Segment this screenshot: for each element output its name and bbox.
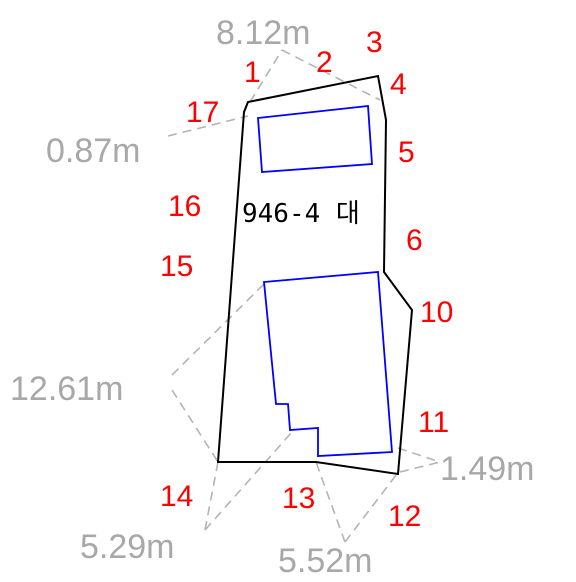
dim-line-bottom-right-a <box>397 447 441 463</box>
distance-label-top: 8.12m <box>216 14 311 52</box>
point-label-5: 5 <box>398 136 415 169</box>
point-label-12: 12 <box>388 500 421 533</box>
point-label-3: 3 <box>366 26 383 59</box>
dim-line-bottom-left-b <box>204 431 293 531</box>
distance-label-left-lower: 12.61m <box>10 370 123 408</box>
point-label-15: 15 <box>160 250 193 283</box>
dim-line-bottom-mid-b <box>344 469 401 543</box>
point-label-1: 1 <box>244 56 261 89</box>
parcel-label: 946-4 대 <box>242 199 360 229</box>
building-upper <box>257 105 373 173</box>
point-label-10: 10 <box>420 296 453 329</box>
dimension-lines <box>167 49 441 543</box>
dim-line-top-left <box>249 49 283 103</box>
dim-line-left-lower-b <box>171 389 219 463</box>
distance-label-bottom-right: 1.49m <box>440 450 535 488</box>
distance-label-bottom-mid: 5.52m <box>278 542 373 580</box>
parcel-boundary <box>216 74 414 476</box>
dim-line-top-right <box>281 49 381 101</box>
dim-line-left-upper <box>167 115 249 137</box>
point-label-11: 11 <box>418 406 449 439</box>
distance-label-bottom-left: 5.29m <box>80 528 175 566</box>
building-lower <box>263 271 393 457</box>
point-label-4: 4 <box>390 68 407 101</box>
point-label-6: 6 <box>406 224 423 257</box>
dim-line-bottom-right-b <box>399 461 441 473</box>
dim-line-bottom-mid-a <box>315 461 346 543</box>
distance-label-left-upper: 0.87m <box>46 132 141 170</box>
dim-line-left-lower-a <box>171 282 266 376</box>
distance-labels: 8.12m 0.87m 12.61m 5.29m 5.52m 1.49m <box>10 14 535 580</box>
point-label-13: 13 <box>282 482 315 515</box>
point-labels: 1 2 3 4 5 6 10 11 12 13 14 15 16 17 <box>160 26 453 533</box>
point-label-14: 14 <box>160 480 193 513</box>
dim-line-bottom-left-a <box>204 461 219 531</box>
point-label-16: 16 <box>168 190 201 223</box>
point-label-17: 17 <box>186 96 219 129</box>
point-label-2: 2 <box>316 46 333 79</box>
